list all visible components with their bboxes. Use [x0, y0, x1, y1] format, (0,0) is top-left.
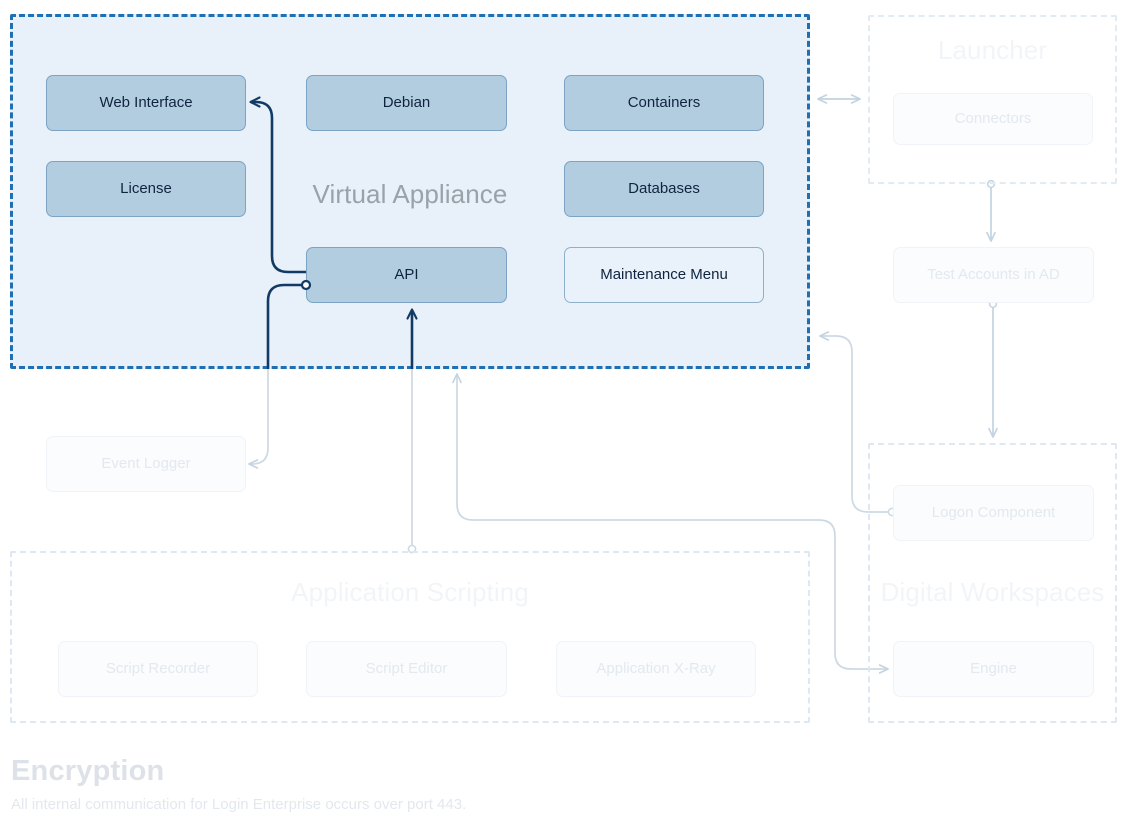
node-engine[interactable]: Engine — [893, 641, 1094, 697]
node-script-recorder[interactable]: Script Recorder — [58, 641, 258, 697]
node-connectors[interactable]: Connectors — [893, 93, 1093, 145]
node-license[interactable]: License — [46, 161, 246, 217]
node-application-xray[interactable]: Application X-Ray — [556, 641, 756, 697]
node-maintenance-menu[interactable]: Maintenance Menu — [564, 247, 764, 303]
footer-subtitle: All internal communication for Login Ent… — [11, 796, 467, 814]
node-event-logger[interactable]: Event Logger — [46, 436, 246, 492]
group-application-scripting: Application Scripting — [10, 551, 810, 723]
wire-api-application-scripting — [407, 369, 417, 554]
node-debian[interactable]: Debian — [306, 75, 507, 131]
group-digital-workspaces: Digital Workspaces — [868, 443, 1117, 723]
node-api[interactable]: API — [306, 247, 507, 303]
node-databases[interactable]: Databases — [564, 161, 764, 217]
group-title-virtual-appliance: Virtual Appliance — [312, 179, 508, 209]
group-title-digital-workspaces: Digital Workspaces — [880, 577, 1105, 607]
node-web-interface[interactable]: Web Interface — [46, 75, 246, 131]
node-script-editor[interactable]: Script Editor — [306, 641, 507, 697]
group-title-launcher: Launcher — [937, 35, 1048, 65]
footer-note: Encryption All internal communication fo… — [11, 755, 466, 814]
wire-test-accounts-workspaces — [988, 299, 998, 438]
node-test-accounts-in-ad[interactable]: Test Accounts in AD — [893, 247, 1094, 303]
footer-title: Encryption — [11, 755, 165, 787]
node-logon-component[interactable]: Logon Component — [893, 485, 1094, 541]
node-containers[interactable]: Containers — [564, 75, 764, 131]
group-title-application-scripting: Application Scripting — [291, 577, 529, 607]
wire-launcher-test-accounts — [986, 179, 996, 242]
wire-api-event-logger — [248, 369, 269, 469]
